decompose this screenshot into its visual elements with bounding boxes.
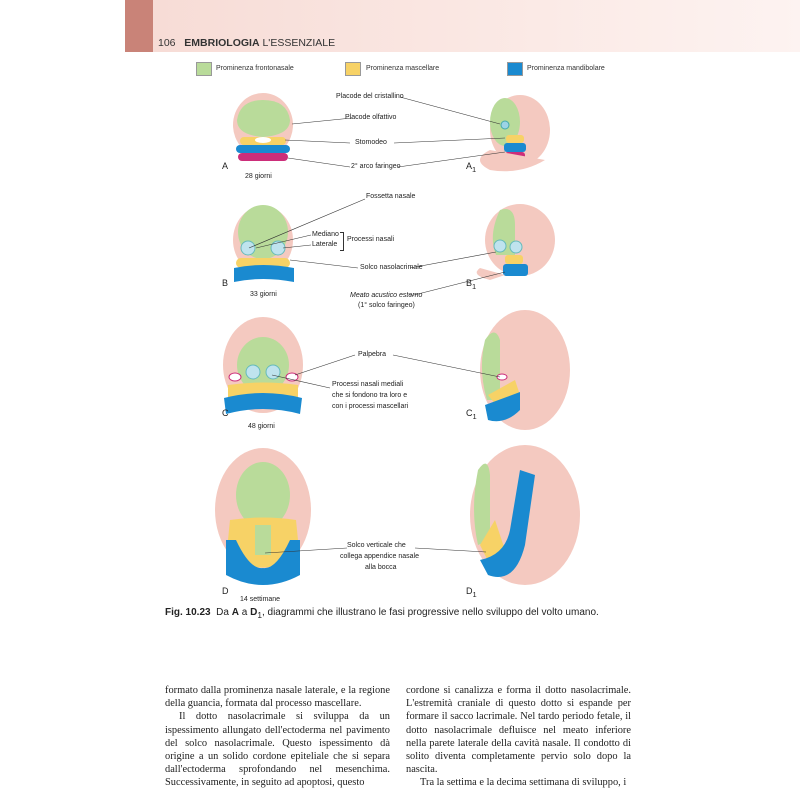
legend-swatch-maxillary — [345, 62, 361, 76]
label-solco-nasolacrimale: Solco nasolacrimale — [360, 264, 423, 271]
embryo-d-side — [470, 445, 580, 585]
legend-swatch-frontonasal — [196, 62, 212, 76]
age-a: 28 giorni — [245, 173, 272, 180]
embryo-c-side — [480, 310, 570, 430]
label-processi-mediali-1: Processi nasali mediali — [332, 381, 404, 388]
label-placode-cristallino: Placode del cristallino — [336, 93, 404, 100]
panel-letter-b1: B1 — [466, 278, 477, 291]
embryo-b-front — [233, 205, 294, 282]
page-edge-tab — [125, 0, 153, 52]
age-c: 48 giorni — [248, 423, 275, 430]
book-title-rest: L'ESSENZIALE — [262, 37, 336, 49]
label-palpebra: Palpebra — [358, 351, 387, 358]
body-column-left: formato dalla prominenza nasale laterale… — [165, 684, 390, 790]
panel-letter-d: D — [222, 586, 229, 596]
face-development-illustration — [215, 93, 580, 585]
legend-label: Prominenza frontonasale — [216, 65, 294, 72]
label-solco-verticale-3: alla bocca — [365, 564, 397, 571]
label-solco-verticale-2: collega appendice nasale — [340, 553, 420, 560]
label-placode-olfattivo: Placode olfattivo — [345, 114, 397, 121]
paragraph: cordone si canalizza e forma il dotto na… — [406, 685, 631, 776]
label-processi-mediali-3: con i processi mascellari — [332, 403, 409, 410]
book-title-bold: EMBRIOLOGIA — [184, 37, 260, 49]
label-processi-nasali: Processi nasali — [347, 236, 395, 243]
paragraph: formato dalla prominenza nasale laterale… — [165, 685, 390, 710]
panel-letter-d1: D1 — [466, 586, 477, 599]
label-arco-faringeo: 2° arco faringeo — [351, 163, 401, 170]
age-b: 33 giorni — [250, 291, 277, 298]
embryo-b-side — [476, 204, 555, 280]
label-laterale: Laterale — [312, 241, 338, 248]
label-solco-verticale-1: Solco verticale che — [347, 542, 406, 549]
panel-letter-c1: C1 — [466, 408, 477, 421]
header-band — [153, 0, 800, 52]
label-mediano: Mediano — [312, 231, 339, 238]
age-d: 14 settimane — [240, 596, 281, 603]
page-number: 106 — [158, 37, 176, 49]
embryo-d-front — [215, 448, 311, 585]
panel-letter-a1: A1 — [466, 161, 477, 174]
label-meato-sub: (1° solco faringeo) — [358, 302, 415, 309]
figure-caption: Fig. 10.23 Da A a D1, diagrammi che illu… — [165, 607, 599, 620]
panel-letter-b: B — [222, 278, 229, 288]
legend-label: Prominenza mascellare — [366, 65, 440, 72]
paragraph: Il dotto nasolacrimale si sviluppa da un… — [165, 711, 390, 789]
legend-label: Prominenza mandibolare — [527, 65, 605, 72]
legend-swatch-mandibular — [507, 62, 523, 76]
leader-lines — [248, 96, 506, 554]
running-header: 106 EMBRIOLOGIA L'ESSENZIALE — [158, 37, 335, 49]
embryo-a-front — [233, 93, 293, 161]
panel-letter-c: C — [222, 408, 229, 418]
paragraph: Tra la settima e la decima settimana di … — [420, 777, 627, 789]
bracket — [340, 232, 344, 251]
embryo-a-side — [480, 95, 550, 172]
label-fossetta-nasale: Fossetta nasale — [366, 193, 416, 200]
label-meato: Meato acustico esterno — [350, 292, 423, 299]
panel-letter-a: A — [222, 161, 229, 171]
embryo-c-front — [223, 317, 303, 414]
label-stomodeo: Stomodeo — [355, 139, 387, 146]
label-processi-mediali-2: che si fondono tra loro e — [332, 392, 408, 399]
body-column-right: cordone si canalizza e forma il dotto na… — [406, 684, 631, 790]
